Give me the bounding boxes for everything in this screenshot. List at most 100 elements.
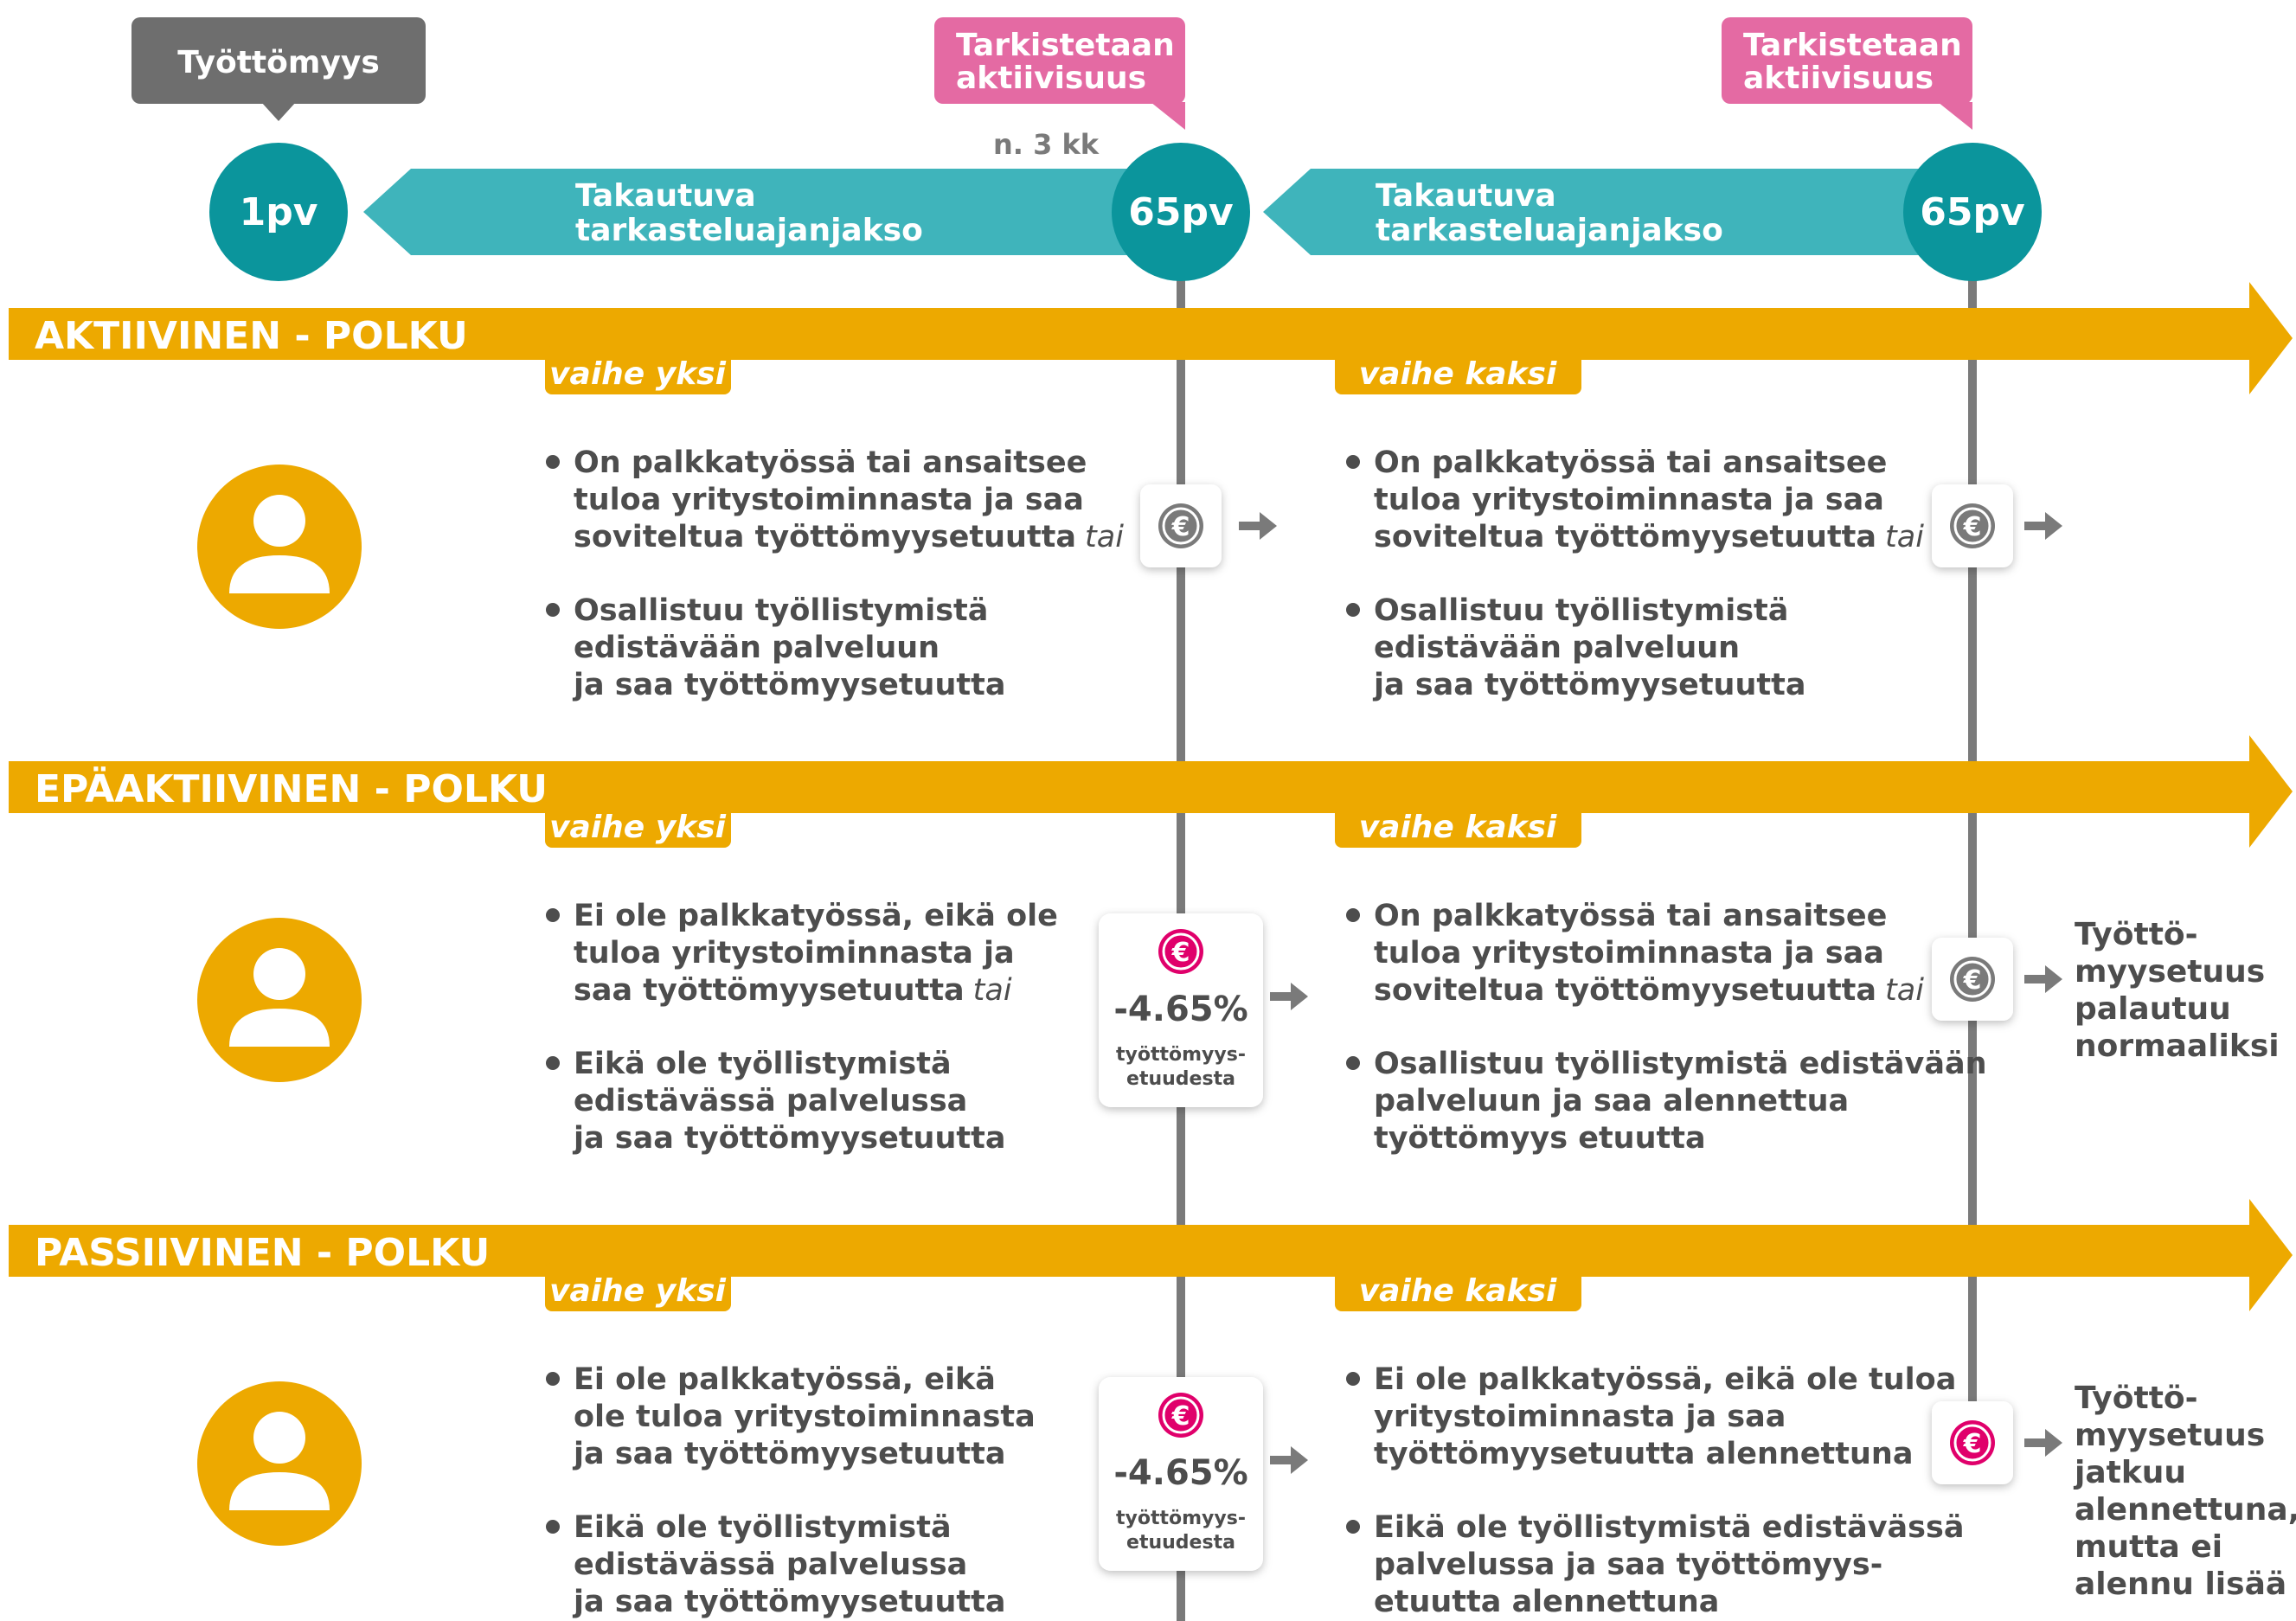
cut-percent: -4.65% xyxy=(1113,1453,1247,1493)
phase-2-bullet-2-line-2: edistävään palveluun xyxy=(1374,631,1740,665)
phase-1-bullet-2-line-1: Eikä ole työllistymistä xyxy=(574,1510,952,1545)
outcome-line-4: normaaliksi xyxy=(2075,1028,2280,1064)
day-65-marker-1: 65pv xyxy=(1112,143,1250,281)
person-icon xyxy=(197,918,362,1082)
outcome-line-3: palautuu xyxy=(2075,991,2231,1027)
phase-1-bullet-2-line-1: Eikä ole työllistymistä xyxy=(574,1047,952,1081)
phase-2-bullet-2-line-3: etuutta alennettuna xyxy=(1374,1585,1719,1619)
svg-text:€: € xyxy=(1171,512,1190,542)
retro-period-arrow-1: Takautuva tarkasteluajanjakso xyxy=(363,169,1142,255)
unemployment-label: Työttömyys xyxy=(177,45,380,80)
check-callout-2: Tarkistetaan aktiivisuus xyxy=(1722,17,1972,130)
euro-icon: € xyxy=(1158,929,1203,974)
phase-1-bullet-2-line-2: edistävään palveluun xyxy=(574,631,940,665)
phase-1-label: vaihe yksi xyxy=(549,356,727,392)
check-label-2-line2: aktiivisuus xyxy=(1743,61,1934,96)
cut-note-line1: työttömyys- xyxy=(1116,1508,1246,1529)
bullet-suffix: tai xyxy=(1885,520,1924,554)
phase-2-bullet-1: Ei ole palkkatyössä, eikä ole tuloayrity… xyxy=(1346,1362,1956,1471)
check-label-1-line2: aktiivisuus xyxy=(956,61,1146,96)
outcome-line-1: Työttö- xyxy=(2075,917,2198,952)
phase-1-bullet-1-line-1: Ei ole palkkatyössä, eikä xyxy=(574,1362,996,1397)
euro-icon: € xyxy=(1158,1393,1203,1438)
phase-2-bullet-1-line-1: Ei ole palkkatyössä, eikä ole tuloa xyxy=(1374,1362,1956,1397)
path-title: AKTIIVINEN - POLKU xyxy=(35,314,468,358)
cut-percent: -4.65% xyxy=(1113,990,1247,1029)
timeline: Työttömyys Tarkistetaan aktiivisuus Tark… xyxy=(131,17,2042,281)
benefit-cut-card: € -4.65% työttömyys-etuudesta xyxy=(1099,913,1263,1107)
arrow-right-icon xyxy=(2024,512,2062,540)
benefit-card: € xyxy=(1140,484,1222,567)
day-65-marker-2: 65pv xyxy=(1903,143,2042,281)
phase-2-bullet-1-line-1: On palkkatyössä tai ansaitsee xyxy=(1374,899,1887,933)
phase-1-bullet-1-line-2: tuloa yritystoiminnasta ja xyxy=(574,936,1015,971)
phase-2-bullet-2-line-1: Osallistuu työllistymistä edistävään xyxy=(1374,1047,1987,1081)
benefit-card-2: € xyxy=(1932,938,2013,1021)
phase-1-bullet-1-line-2: tuloa yritystoiminnasta ja saa xyxy=(574,483,1084,517)
check-label-1-line1: Tarkistetaan xyxy=(956,28,1175,63)
path-title: EPÄAKTIIVINEN - POLKU xyxy=(35,766,548,811)
phase-2-bullet-1-line-2: tuloa yritystoiminnasta ja saa xyxy=(1374,936,1884,971)
retro-label-2-line2: tarkasteluajanjakso xyxy=(1376,213,1723,248)
outcome-line-3: jatkuu xyxy=(2073,1455,2186,1490)
phase-2-bullet-2-line-1: Osallistuu työllistymistä xyxy=(1374,593,1788,628)
svg-text:€: € xyxy=(1963,512,1982,542)
person-icon xyxy=(197,465,362,629)
phase-1-bullet-1-line-1: On palkkatyössä tai ansaitsee xyxy=(574,445,1087,480)
path-title: PASSIIVINEN - POLKU xyxy=(35,1231,490,1275)
phase-2-bullet-2-line-2: palveluun ja saa alennettua xyxy=(1374,1084,1849,1118)
phase-2-bullet-1-line-3: työttömyysetuutta alennettuna xyxy=(1374,1437,1913,1471)
benefit-cut-card: € -4.65% työttömyys-etuudesta xyxy=(1099,1377,1263,1571)
phase-2-label: vaihe kaksi xyxy=(1359,1273,1557,1309)
bullet-suffix: tai xyxy=(1885,973,1924,1008)
svg-text:€: € xyxy=(1963,965,1982,996)
euro-icon: € xyxy=(1950,1420,1995,1465)
euro-icon: € xyxy=(1158,503,1203,548)
outcome-line-4: alennettuna, xyxy=(2075,1492,2296,1528)
cut-note-line1: työttömyys- xyxy=(1116,1044,1246,1066)
phase-1-bullet-1-line-2: ole tuloa yritystoiminnasta xyxy=(574,1400,1036,1434)
phase-1-bullet-1-line-3: ja saa työttömyysetuutta xyxy=(572,1437,1005,1471)
bullet-suffix: tai xyxy=(973,973,1012,1008)
outcome-line-2: myysetuus xyxy=(2075,954,2265,990)
phase-2-label: vaihe kaksi xyxy=(1359,810,1557,845)
checkpoint-line-2 xyxy=(1968,259,1977,1401)
cut-note-line2: etuudesta xyxy=(1126,1532,1235,1554)
check-callout-1: Tarkistetaan aktiivisuus xyxy=(934,17,1185,130)
svg-text:€: € xyxy=(1171,1401,1190,1432)
phase-1-bullet-2-line-2: edistävässä palvelussa xyxy=(574,1084,967,1118)
day-1-label: 1pv xyxy=(240,190,318,234)
cut-note-line2: etuudesta xyxy=(1126,1068,1235,1090)
day-65-label-1: 65pv xyxy=(1128,190,1234,234)
phase-1-bullet-2-line-1: Osallistuu työllistymistä xyxy=(574,593,988,628)
phase-2-bullet-1-line-2: tuloa yritystoiminnasta ja saa xyxy=(1374,483,1884,517)
day-1-marker: 1pv xyxy=(209,143,348,281)
arrow-right-icon xyxy=(1270,1446,1308,1474)
person-icon xyxy=(197,1381,362,1546)
phase-2-bullet-1-line-1: On palkkatyössä tai ansaitsee xyxy=(1374,445,1887,480)
phase-2-bullet-1-line-2: yritystoiminnasta ja saa xyxy=(1374,1400,1786,1434)
retro-period-arrow-2: Takautuva tarkasteluajanjakso xyxy=(1263,169,1938,255)
outcome-line-2: myysetuus xyxy=(2075,1418,2265,1453)
phase-2-bullet-2-line-3: ja saa työttömyysetuutta xyxy=(1372,668,1805,702)
euro-icon: € xyxy=(1950,957,1995,1002)
check-label-2-line1: Tarkistetaan xyxy=(1743,28,1962,63)
phase-1-bullet-2-line-3: ja saa työttömyysetuutta xyxy=(572,1121,1005,1156)
arrow-right-icon xyxy=(1270,983,1308,1010)
phase-1-bullet-2-line-3: ja saa työttömyysetuutta xyxy=(572,668,1005,702)
